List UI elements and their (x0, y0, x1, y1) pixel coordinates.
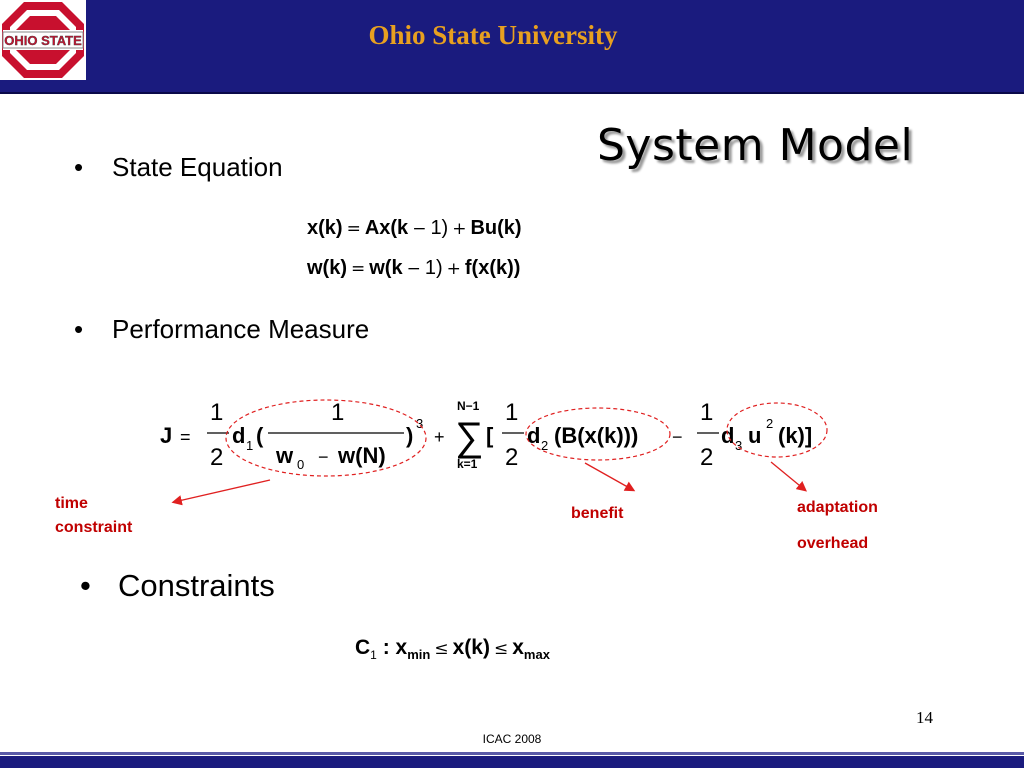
eq-equals: = (180, 427, 191, 447)
eq-d2-sub: 2 (541, 438, 548, 453)
eq-d1-sub: 1 (246, 438, 253, 453)
frac3-den: 2 (505, 444, 518, 471)
eq-open-paren: ( (256, 423, 264, 448)
annotation-line-1: adaptation (797, 499, 878, 516)
ohio-state-logo: OHIO STATE (0, 0, 86, 80)
annotation-benefit: benefit (571, 502, 623, 526)
benefit-arrow (584, 462, 636, 492)
header-divider (0, 92, 1024, 94)
logo-text: OHIO STATE (4, 33, 82, 48)
header-title: Ohio State University (368, 20, 618, 50)
annotation-line-2: constraint (55, 519, 133, 536)
frac4-den: 2 (700, 444, 713, 471)
bullet-dot: • (80, 568, 91, 603)
eq1-term-a: Ax(k (364, 217, 409, 239)
annotation-line-2: overhead (797, 535, 869, 552)
eq-u-exp: 2 (766, 416, 773, 431)
annotation-line-1: time (55, 495, 88, 512)
frac2-num: 1 (331, 399, 344, 426)
bullet-dot: • (74, 314, 84, 344)
state-equation-1: x(k)=Ax(k−1)+Bu(k) (307, 217, 522, 239)
eq-d3: d (721, 423, 734, 448)
sum-sign: ∑ (455, 415, 484, 459)
constraint-c: C (355, 636, 371, 659)
annotation-time-constraint: time constraint (55, 492, 132, 540)
bullet-performance-measure: • Performance Measure (74, 314, 369, 345)
eq-u: u (748, 423, 761, 448)
annotation-line-1: benefit (571, 505, 624, 522)
constraint-x: x (395, 636, 408, 659)
eq1-lhs: x(k) (307, 217, 343, 239)
eq-minus-2: − (672, 427, 683, 447)
bullet-dot: • (74, 152, 84, 182)
constraint-max: max (523, 647, 550, 663)
footer-text: ICAC 2008 (482, 732, 542, 746)
page-number: 14 (916, 708, 933, 727)
eq-w0-sub: 0 (297, 457, 304, 472)
eq1-term-c: Bu(k) (470, 217, 522, 239)
adaptation-arrow (770, 461, 808, 492)
constraint-c-sub: 1 (370, 648, 377, 663)
state-equation-2: w(k)=w(k−1)+f(x(k)) (307, 257, 521, 279)
eq-plus: + (434, 427, 445, 447)
eq2-term-a: w(k (369, 257, 403, 279)
sum-top: N−1 (457, 399, 480, 413)
eq1-term-b: 1) (430, 217, 449, 239)
eq-minus: − (318, 447, 329, 467)
frac3-num: 1 (505, 399, 518, 426)
bullet-label: Constraints (118, 568, 275, 603)
eq-d3-sub: 3 (735, 438, 742, 453)
annotation-adaptation-overhead: adaptation overhead (797, 490, 878, 562)
eq-bx: (B(x(k))) (554, 423, 638, 448)
eq-close-paren: ) (406, 423, 413, 448)
eq-open-bracket: [ (486, 423, 494, 448)
constraint-xk: x(k) (452, 636, 490, 659)
time-constraint-arrow (171, 479, 271, 506)
adaptation-ellipse (726, 402, 828, 458)
eq2-term-b: 1) (424, 257, 443, 279)
frac1-den: 2 (210, 444, 223, 471)
eq-w0: w (275, 443, 294, 468)
bullet-label: Performance Measure (112, 314, 370, 344)
sum-bottom: k=1 (457, 457, 478, 471)
constraint-min: min (407, 647, 431, 663)
bullet-label: State Equation (112, 152, 283, 182)
eq2-lhs: w(k) (307, 257, 347, 279)
frac4-num: 1 (700, 399, 713, 426)
time-constraint-ellipse (225, 399, 427, 477)
header-bar (0, 0, 1024, 94)
slide-title: System Model (597, 120, 914, 171)
constraint-xmax: x (512, 636, 524, 659)
eq-exp3: 3 (416, 416, 423, 431)
eq-d1: d (232, 423, 245, 448)
frac1-num: 1 (210, 399, 223, 426)
footer-bar (0, 756, 1024, 768)
eq-wN: w(N) (337, 443, 386, 468)
eq2-term-c: f(x(k)) (464, 257, 521, 279)
eq-uk: (k)] (778, 423, 812, 448)
constraint-colon: : (382, 636, 390, 659)
benefit-ellipse (525, 407, 671, 461)
eq-J: J (160, 423, 172, 448)
bullet-state-equation: • State Equation (74, 152, 283, 183)
footer-accent-line (0, 752, 1024, 755)
constraint-equation: C1 : xmin≤x(k)≤xmax (355, 636, 550, 663)
eq-d2: d (527, 423, 540, 448)
bullet-constraints: • Constraints (80, 568, 275, 604)
